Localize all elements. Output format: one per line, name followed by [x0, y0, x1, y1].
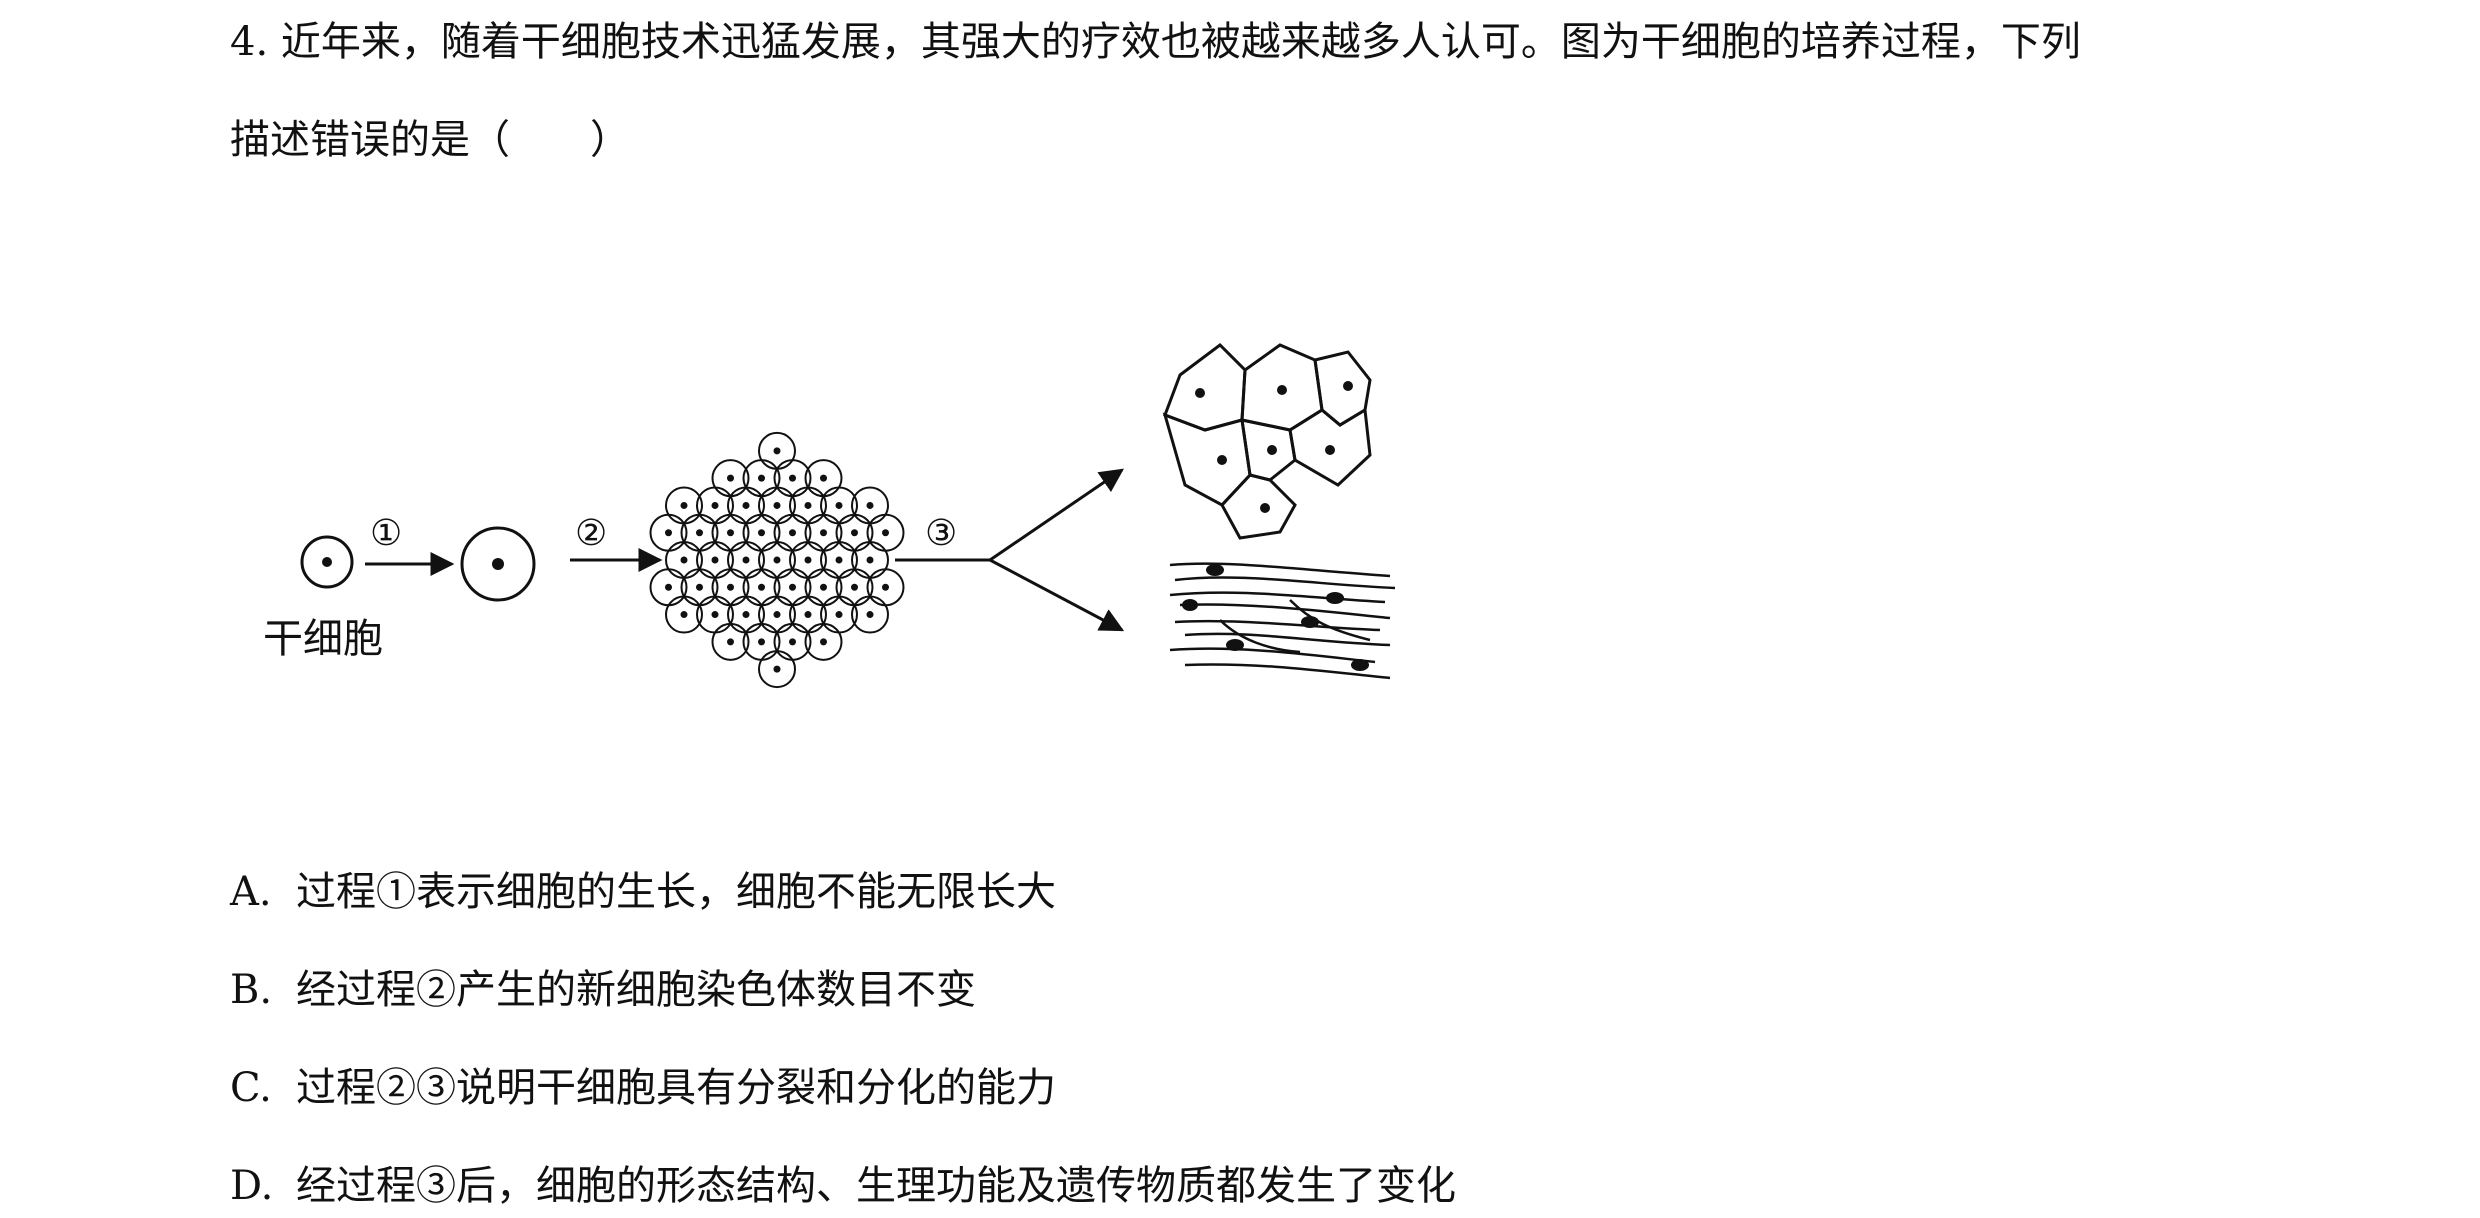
option-b[interactable]: B. 经过程②产生的新细胞染色体数目不变: [230, 964, 976, 1016]
cluster-cell-nucleus: [835, 501, 843, 509]
cluster-cell-nucleus: [758, 638, 765, 646]
option-c-text: 过程②③说明干细胞具有分裂和分化的能力: [296, 1065, 1056, 1111]
cluster-cell-nucleus: [789, 638, 796, 646]
question-stem-line-2: 描述错误的是（ ）: [230, 117, 630, 163]
cluster-cell-nucleus: [866, 556, 874, 564]
dividing-cell-cluster-icon: [649, 431, 905, 689]
cluster-cell-nucleus: [665, 529, 672, 537]
differentiated-cells-bottom-icon: [1169, 562, 1396, 680]
option-c[interactable]: C. 过程②③说明干细胞具有分裂和分化的能力: [230, 1062, 1056, 1114]
cluster-cell-nucleus: [727, 638, 734, 646]
cluster-cell-nucleus: [758, 583, 765, 591]
cluster-cell-nucleus: [866, 611, 874, 619]
cluster-cell-nucleus: [680, 611, 688, 619]
cluster-cell-nucleus: [773, 501, 781, 509]
cluster-cell-nucleus: [665, 583, 672, 591]
cluster-cell-nucleus: [789, 529, 796, 537]
option-b-letter: B.: [230, 967, 273, 1013]
process-3-arrow-down: [989, 558, 1125, 632]
cluster-cell-nucleus: [789, 474, 796, 482]
process-1-label: ①: [370, 513, 402, 554]
cluster-cell-nucleus: [711, 556, 719, 564]
cluster-cell-nucleus: [773, 556, 781, 564]
cluster-cell-nucleus: [727, 583, 734, 591]
option-c-letter: C.: [230, 1065, 272, 1111]
cluster-cell-nucleus: [742, 501, 750, 509]
cluster-cell: [665, 595, 703, 634]
cluster-cell-nucleus: [711, 501, 719, 509]
option-d-letter: D.: [230, 1163, 274, 1209]
option-d[interactable]: D. 经过程③后，细胞的形态结构、生理功能及遗传物质都发生了变化: [230, 1160, 1456, 1212]
cluster-cell: [711, 622, 750, 661]
cluster-cell-nucleus: [758, 474, 765, 482]
cluster-cell-nucleus: [742, 556, 750, 564]
stem-cell-diagram: 干细胞 ① ② ③: [230, 300, 1430, 720]
cluster-cell-nucleus: [789, 583, 796, 591]
cluster-cell-nucleus: [820, 583, 827, 591]
option-d-text: 经过程③后，细胞的形态结构、生理功能及遗传物质都发生了变化: [296, 1163, 1456, 1209]
cluster-cell-nucleus: [696, 529, 703, 537]
cluster-cell-nucleus: [882, 583, 889, 591]
cluster-cell: [851, 595, 889, 634]
option-a[interactable]: A. 过程①表示细胞的生长，细胞不能无限长大: [230, 866, 1056, 918]
cluster-cell-nucleus: [882, 529, 889, 537]
option-b-text: 经过程②产生的新细胞染色体数目不变: [296, 967, 976, 1013]
stem-cell-label: 干细胞: [263, 616, 383, 662]
differentiated-cells-top-icon: [1162, 343, 1372, 540]
option-a-text: 过程①表示细胞的生长，细胞不能无限长大: [296, 869, 1056, 915]
cluster-cell-nucleus: [742, 611, 750, 619]
cluster-cell: [758, 650, 796, 689]
cluster-cell-nucleus: [680, 556, 688, 564]
cluster-cell-nucleus: [773, 665, 781, 673]
cluster-cell-nucleus: [820, 474, 827, 482]
cluster-cell-nucleus: [835, 556, 843, 564]
option-a-letter: A.: [230, 869, 272, 915]
cluster-cell-nucleus: [696, 583, 703, 591]
cluster-cell-nucleus: [820, 529, 827, 537]
cluster-cell-nucleus: [804, 501, 812, 509]
process-2-label: ②: [575, 513, 607, 554]
cluster-cell-nucleus: [820, 638, 827, 646]
cluster-cell-nucleus: [727, 474, 734, 482]
cluster-cell-nucleus: [680, 501, 688, 509]
cluster-cell-nucleus: [758, 529, 765, 537]
stem-cell-icon: [300, 535, 354, 589]
cluster-cell-nucleus: [804, 611, 812, 619]
cluster-cell-nucleus: [804, 556, 812, 564]
cluster-cell-nucleus: [835, 611, 843, 619]
cluster-cell-nucleus: [711, 611, 719, 619]
process-3-label: ③: [925, 513, 957, 554]
cluster-cell-nucleus: [851, 529, 858, 537]
cluster-cell-nucleus: [866, 501, 874, 509]
cluster-cell-nucleus: [727, 529, 734, 537]
question-stem-line-1: 4. 近年来，随着干细胞技术迅猛发展，其强大的疗效也被越来越多人认可。图为干细胞…: [230, 19, 2081, 65]
cluster-cell: [804, 622, 843, 661]
grown-cell-icon: [460, 526, 536, 602]
cluster-cell-nucleus: [773, 447, 781, 455]
process-3-arrow-up: [989, 468, 1124, 562]
cluster-cell-nucleus: [773, 611, 781, 619]
cluster-cell-nucleus: [851, 583, 858, 591]
